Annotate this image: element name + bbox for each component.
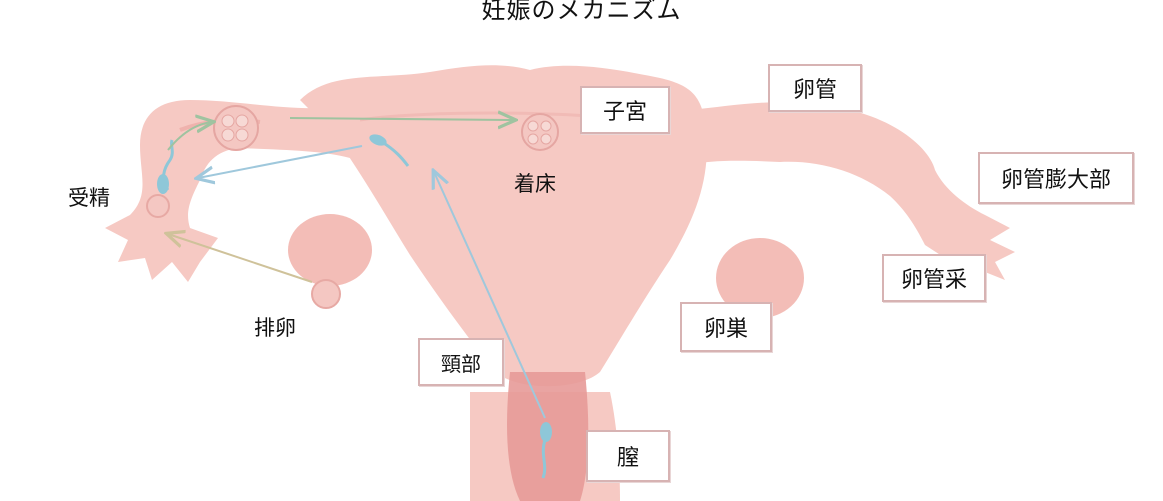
arrow-transport <box>289 118 514 120</box>
label-ovulation: 排卵 <box>254 316 296 340</box>
left-ovary <box>288 214 372 286</box>
label-ovary: 卵巣 <box>680 302 772 352</box>
morula-in-tube <box>213 105 259 151</box>
arrow-to-tube <box>167 122 212 151</box>
arrow-sperm-to-tube <box>198 145 363 178</box>
blastocyst-implanting <box>521 113 559 151</box>
ovulated-egg <box>311 279 341 309</box>
label-cervix: 頸部 <box>418 338 504 386</box>
label-fallopian-tube: 卵管 <box>768 64 862 112</box>
label-fertilization: 受精 <box>68 186 110 210</box>
fertilized-egg <box>146 194 170 218</box>
label-fimbriae: 卵管采 <box>882 254 986 302</box>
arrow-sperm-ascent <box>434 172 546 419</box>
right-ovary <box>716 238 804 318</box>
label-implantation: 着床 <box>514 172 556 196</box>
right-fallopian-tube <box>690 102 1015 286</box>
uterus-body <box>300 65 707 387</box>
sperm-vagina <box>541 439 547 479</box>
label-ampulla: 卵管膨大部 <box>978 152 1134 204</box>
diagram-title: 妊娠のメカニズム <box>481 0 682 24</box>
label-vagina: 膣 <box>586 430 670 482</box>
label-uterus: 子宮 <box>580 86 670 134</box>
arrow-ovulation <box>168 234 313 283</box>
